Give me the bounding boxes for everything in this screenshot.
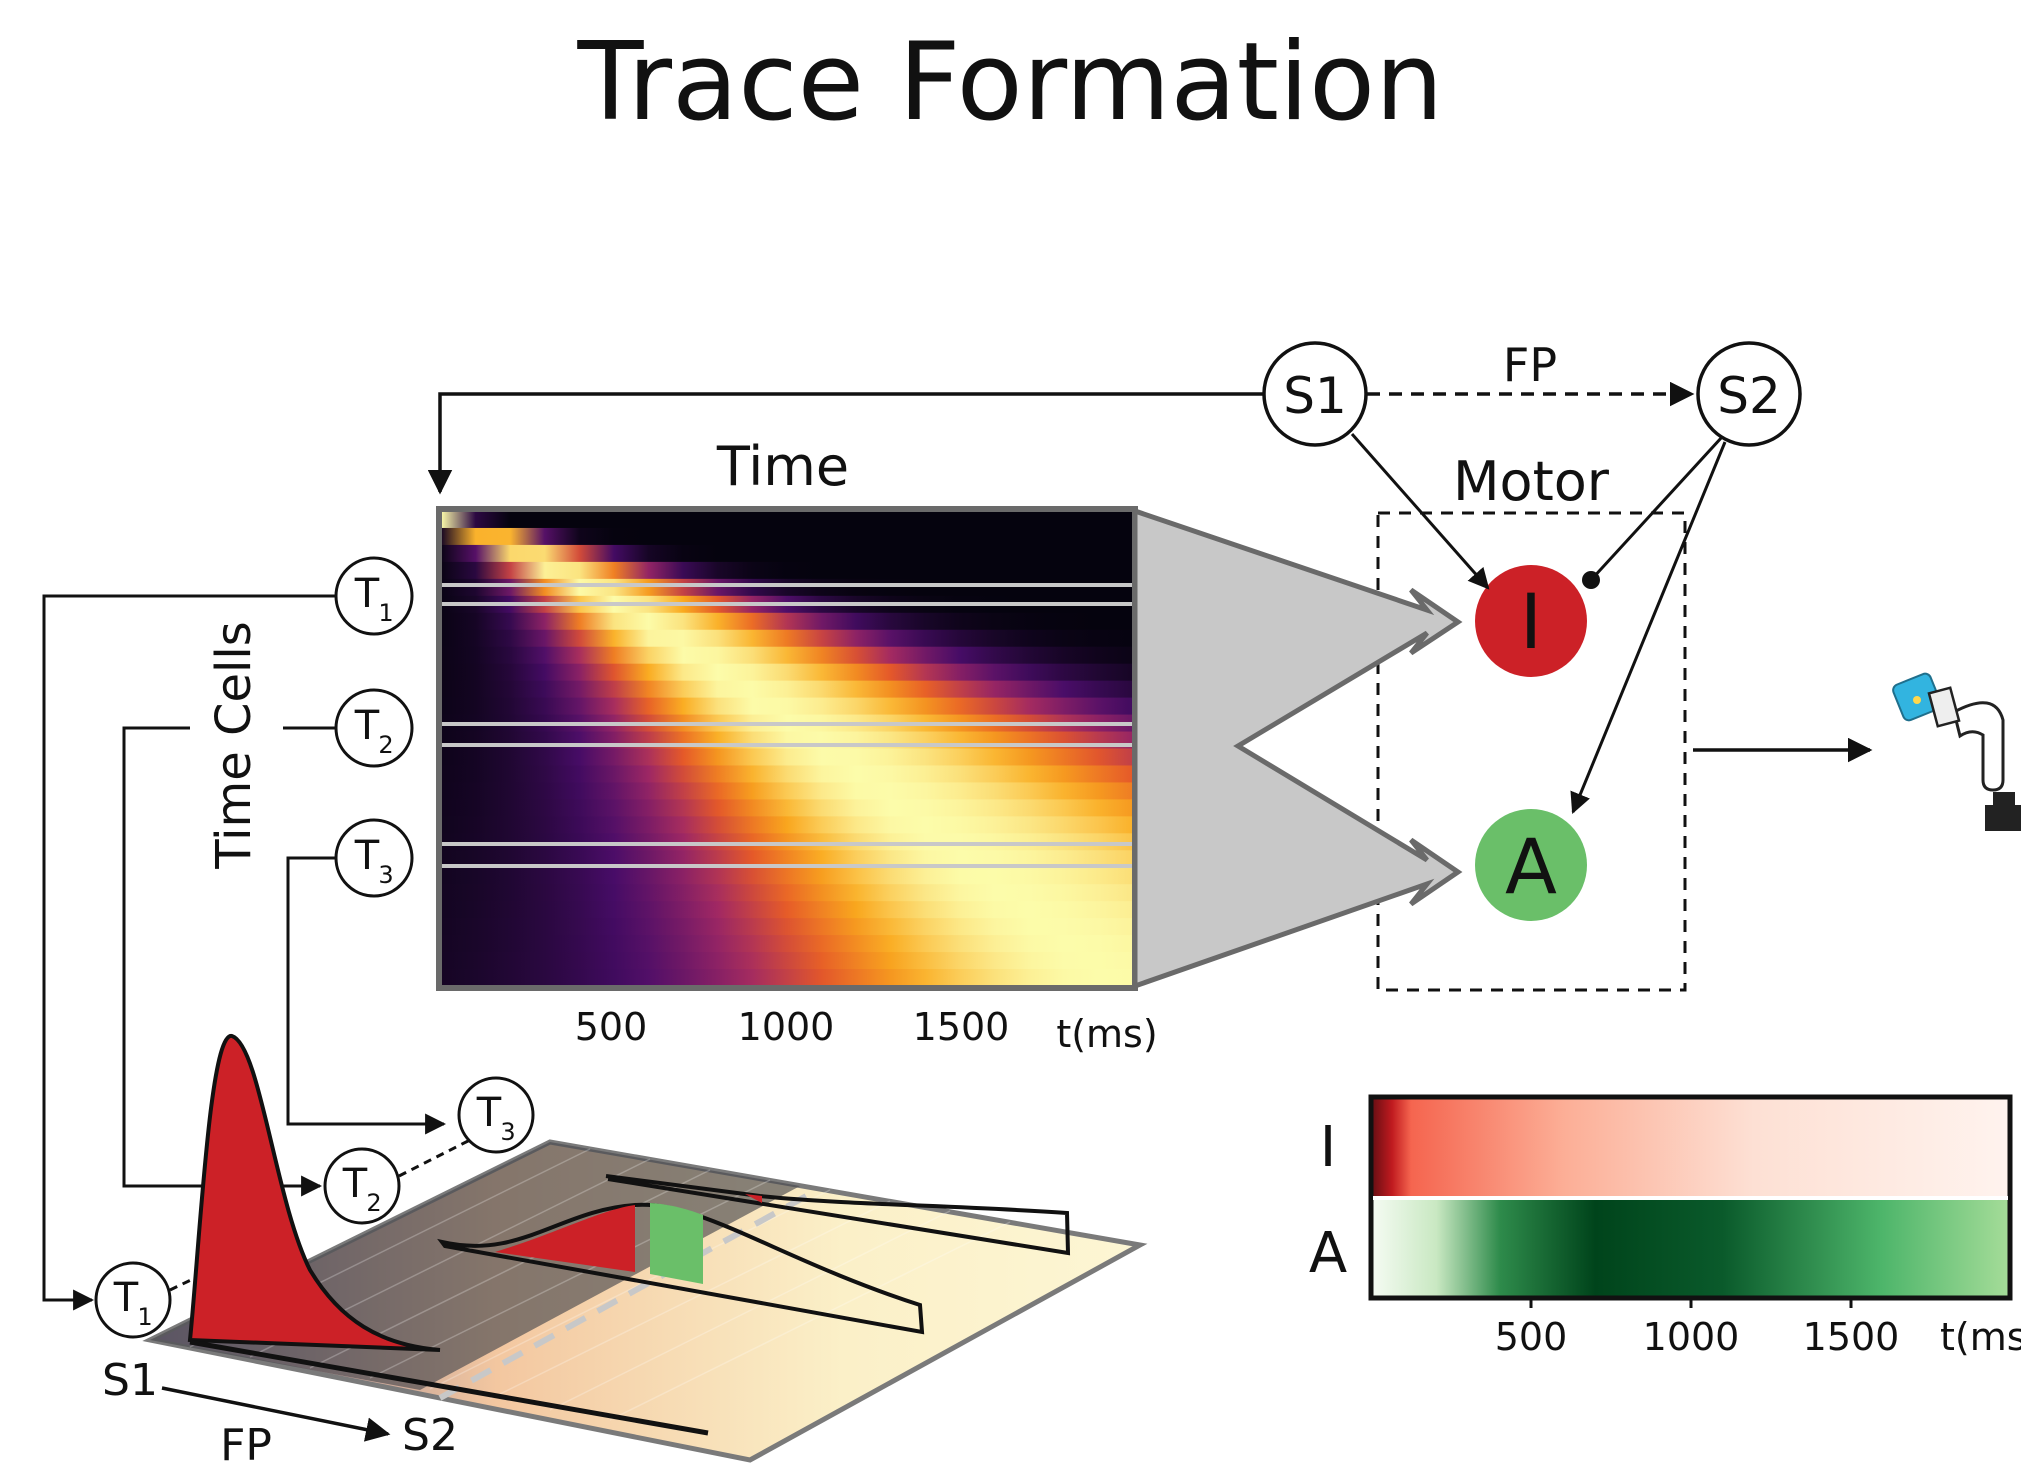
- t3-node: T 3: [334, 818, 414, 898]
- t2-green-area: [650, 1203, 703, 1284]
- s1-label: S1: [1283, 367, 1347, 425]
- svg-text:T: T: [354, 571, 380, 617]
- surface-t2-dash: [398, 1138, 471, 1178]
- s1-node: S1: [1262, 341, 1368, 447]
- output-tick-1500: 1500: [1803, 1315, 1900, 1359]
- t2-red-area: [495, 1205, 635, 1272]
- inhibit-strip: [1373, 1099, 2008, 1197]
- motor-output-panel: I A 500 1000 1500 t(ms): [1309, 1094, 2021, 1359]
- time-cell-heatmap: [441, 511, 1133, 986]
- heatmap-row: [441, 935, 1133, 953]
- svg-text:1: 1: [378, 599, 393, 627]
- t2-node: T 2: [334, 688, 414, 768]
- heatmap-row: [441, 697, 1133, 716]
- s1-to-heatmap-arrow: [427, 392, 1264, 495]
- heatmap-row: [441, 646, 1133, 665]
- t1-activity-curve: [187, 1034, 441, 1352]
- activate-node: A: [1475, 809, 1587, 921]
- heatmap-x-unit: t(ms): [1056, 1012, 1157, 1056]
- svg-text:T: T: [476, 1090, 502, 1136]
- s2-label: S2: [1717, 367, 1781, 425]
- t1-connection: [42, 594, 336, 1311]
- t3-red-area: [745, 1194, 762, 1203]
- time-cells-label: Time Cells: [206, 621, 262, 869]
- inhibit-node: I: [1475, 565, 1587, 677]
- output-tick-1000: 1000: [1643, 1315, 1740, 1359]
- inhibit-row-label: I: [1320, 1115, 1337, 1180]
- s2-inhibit-connection: [1582, 435, 1724, 589]
- heatmap-row: [441, 918, 1133, 936]
- surface-s1-label: S1: [102, 1355, 158, 1406]
- heatmap-row: [441, 663, 1133, 682]
- heatmap-row: [441, 867, 1133, 885]
- fp-label: FP: [1503, 338, 1557, 392]
- svg-text:T: T: [113, 1275, 139, 1321]
- heatmap-tick-1500: 1500: [913, 1005, 1010, 1049]
- heatmap-row: [441, 680, 1133, 699]
- heatmap-row: [441, 511, 1133, 529]
- heatmap-row: [441, 816, 1133, 834]
- heatmap-row: [441, 629, 1133, 648]
- output-tick-500: 500: [1495, 1315, 1568, 1359]
- lever-press-icon: [1892, 672, 2021, 831]
- heatmap-row: [441, 884, 1133, 902]
- heatmap-row: [441, 850, 1133, 868]
- heatmap-row: [441, 612, 1133, 631]
- motor-box: [1376, 511, 1687, 992]
- inhibit-label: I: [1520, 577, 1542, 666]
- surface-fp-label: FP: [220, 1420, 272, 1463]
- highlight-lines: [442, 583, 1132, 868]
- svg-text:3: 3: [500, 1118, 515, 1146]
- svg-text:T: T: [342, 1161, 368, 1207]
- svg-text:2: 2: [378, 731, 393, 759]
- t3-activity-curve: [605, 1174, 1071, 1256]
- svg-text:3: 3: [378, 861, 393, 889]
- heatmap-row: [441, 765, 1133, 783]
- t3-connection: [286, 856, 447, 1135]
- surface-t2-node: T 2: [323, 1147, 401, 1225]
- surface-s2-label: S2: [402, 1410, 458, 1461]
- svg-text:T: T: [354, 833, 380, 879]
- t1-baseline: [189, 1339, 709, 1436]
- surface-t3-node: T 3: [457, 1076, 535, 1154]
- surface-t1-dash: [169, 1276, 196, 1292]
- activate-row-label: A: [1309, 1221, 1347, 1286]
- diagram-title: Trace Formation: [577, 20, 1444, 145]
- s1-to-inhibit-arrow: [1350, 433, 1490, 590]
- surface-fp-arrow: [161, 1386, 391, 1442]
- s2-to-activate-arrow: [1570, 441, 1727, 814]
- heatmap-tick-1000: 1000: [738, 1005, 835, 1049]
- motor-label: Motor: [1453, 450, 1610, 513]
- svg-text:T: T: [354, 703, 380, 749]
- output-x-unit: t(ms): [1940, 1315, 2021, 1359]
- time-label: Time: [716, 435, 849, 498]
- heatmap-row: [441, 782, 1133, 800]
- activate-strip: [1373, 1200, 2008, 1296]
- s2-node: S2: [1696, 341, 1802, 447]
- heatmap-row: [441, 578, 1133, 597]
- t1-node: T 1: [334, 556, 414, 636]
- heatmap-tick-500: 500: [575, 1005, 648, 1049]
- heatmap-row: [441, 969, 1133, 986]
- heatmap-row: [441, 901, 1133, 919]
- heatmap-row: [441, 952, 1133, 970]
- heatmap-row: [441, 527, 1133, 546]
- heatmap-row: [441, 748, 1133, 766]
- readout-arrow: [1132, 507, 1463, 990]
- heatmap-x-axis: 500 1000 1500 t(ms): [575, 1005, 1158, 1056]
- svg-text:1: 1: [137, 1303, 152, 1331]
- surface-t1-node: T 1: [94, 1261, 172, 1339]
- activate-label: A: [1505, 822, 1557, 911]
- heatmap-row: [441, 799, 1133, 817]
- svg-text:2: 2: [366, 1189, 381, 1217]
- heatmap-row: [441, 544, 1133, 563]
- heatmap-row: [441, 561, 1133, 580]
